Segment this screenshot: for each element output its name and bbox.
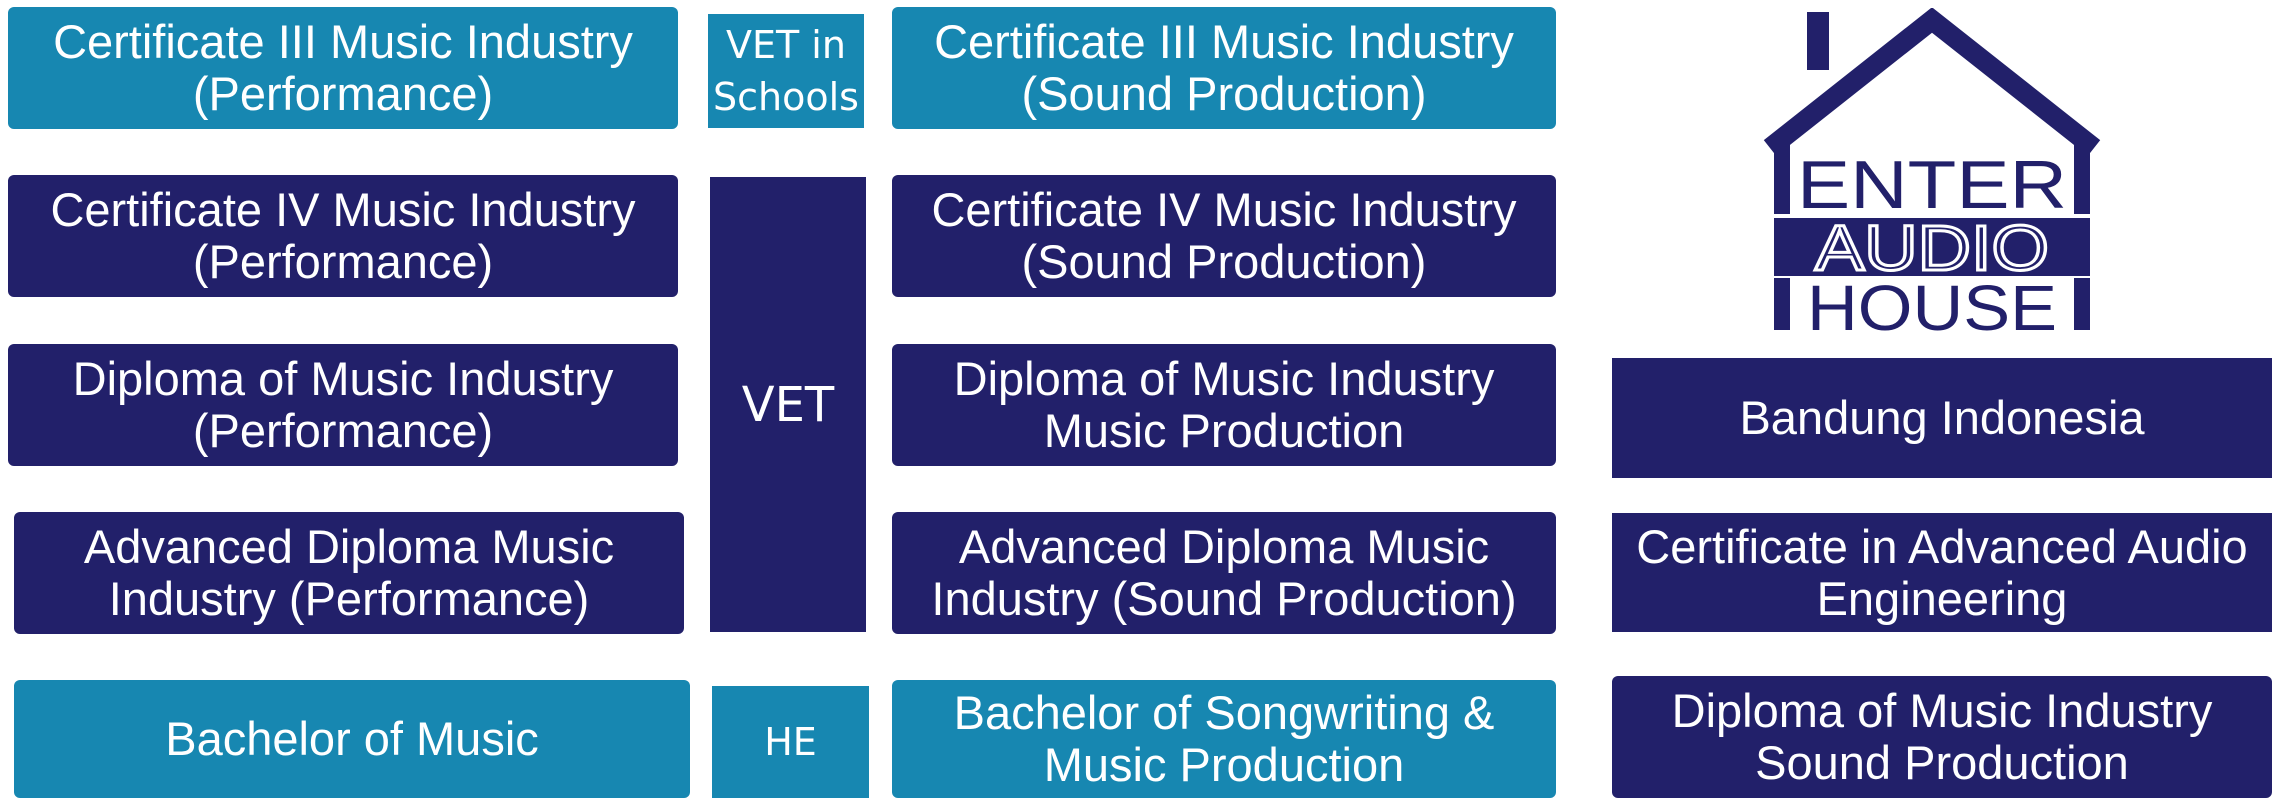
location-label: Bandung Indonesia xyxy=(1739,391,2145,444)
performance-cert3-box: Certificate III Music Industry (Performa… xyxy=(8,7,678,129)
logo-left-wall-lower xyxy=(1774,278,1790,330)
logo-right-wall xyxy=(2074,138,2090,214)
logo-word-house: HOUSE xyxy=(1807,272,2057,338)
partner-cert-box: Certificate in Advanced Audio Engineerin… xyxy=(1612,513,2272,632)
logo-word-audio: AUDIO xyxy=(1815,212,2049,284)
logo-roof xyxy=(1763,8,2101,156)
logo-left-wall xyxy=(1774,138,1790,214)
performance-cert4-box: Certificate IV Music Industry (Performan… xyxy=(8,175,678,297)
partner-diploma-label: Diploma of Music Industry Sound Producti… xyxy=(1671,684,2213,789)
he-tag: HE xyxy=(712,686,869,798)
vet-in-schools-tag: VET in Schools xyxy=(708,14,864,128)
performance-cert4-label: Certificate IV Music Industry (Performan… xyxy=(50,183,636,288)
production-diploma-box: Diploma of Music Industry Music Producti… xyxy=(892,344,1556,466)
performance-bachelor-label: Bachelor of Music xyxy=(165,712,539,765)
performance-adv-diploma-box: Advanced Diploma Music Industry (Perform… xyxy=(14,512,684,634)
he-label: HE xyxy=(764,720,817,764)
logo-word-enter: ENTER xyxy=(1797,147,2067,223)
partner-diploma-box: Diploma of Music Industry Sound Producti… xyxy=(1612,676,2272,798)
production-cert4-box: Certificate IV Music Industry (Sound Pro… xyxy=(892,175,1556,297)
location-box: Bandung Indonesia xyxy=(1612,358,2272,478)
partner-cert-label: Certificate in Advanced Audio Engineerin… xyxy=(1636,519,2248,625)
logo-chimney xyxy=(1807,12,1829,70)
performance-diploma-box: Diploma of Music Industry (Performance) xyxy=(8,344,678,466)
vet-tag: VET xyxy=(710,177,866,632)
performance-adv-diploma-label: Advanced Diploma Music Industry (Perform… xyxy=(83,520,615,625)
production-diploma-label: Diploma of Music Industry Music Producti… xyxy=(953,352,1495,457)
logo-audio-band xyxy=(1774,218,2090,276)
performance-cert3-label: Certificate III Music Industry (Performa… xyxy=(53,15,633,120)
production-cert3-box: Certificate III Music Industry (Sound Pr… xyxy=(892,7,1556,129)
production-bachelor-label: Bachelor of Songwriting & Music Producti… xyxy=(953,686,1495,791)
enter-audio-house-logo: ENTER AUDIO HOUSE xyxy=(1763,8,2101,338)
production-adv-diploma-label: Advanced Diploma Music Industry (Sound P… xyxy=(931,520,1517,625)
production-bachelor-box: Bachelor of Songwriting & Music Producti… xyxy=(892,680,1556,798)
vet-in-schools-label: VET in Schools xyxy=(713,23,859,119)
performance-bachelor-box: Bachelor of Music xyxy=(14,680,690,798)
production-cert4-label: Certificate IV Music Industry (Sound Pro… xyxy=(931,183,1517,288)
production-adv-diploma-box: Advanced Diploma Music Industry (Sound P… xyxy=(892,512,1556,634)
production-cert3-label: Certificate III Music Industry (Sound Pr… xyxy=(934,15,1514,120)
vet-label: VET xyxy=(741,376,835,433)
performance-diploma-label: Diploma of Music Industry (Performance) xyxy=(72,352,614,457)
logo-right-wall-lower xyxy=(2074,278,2090,330)
